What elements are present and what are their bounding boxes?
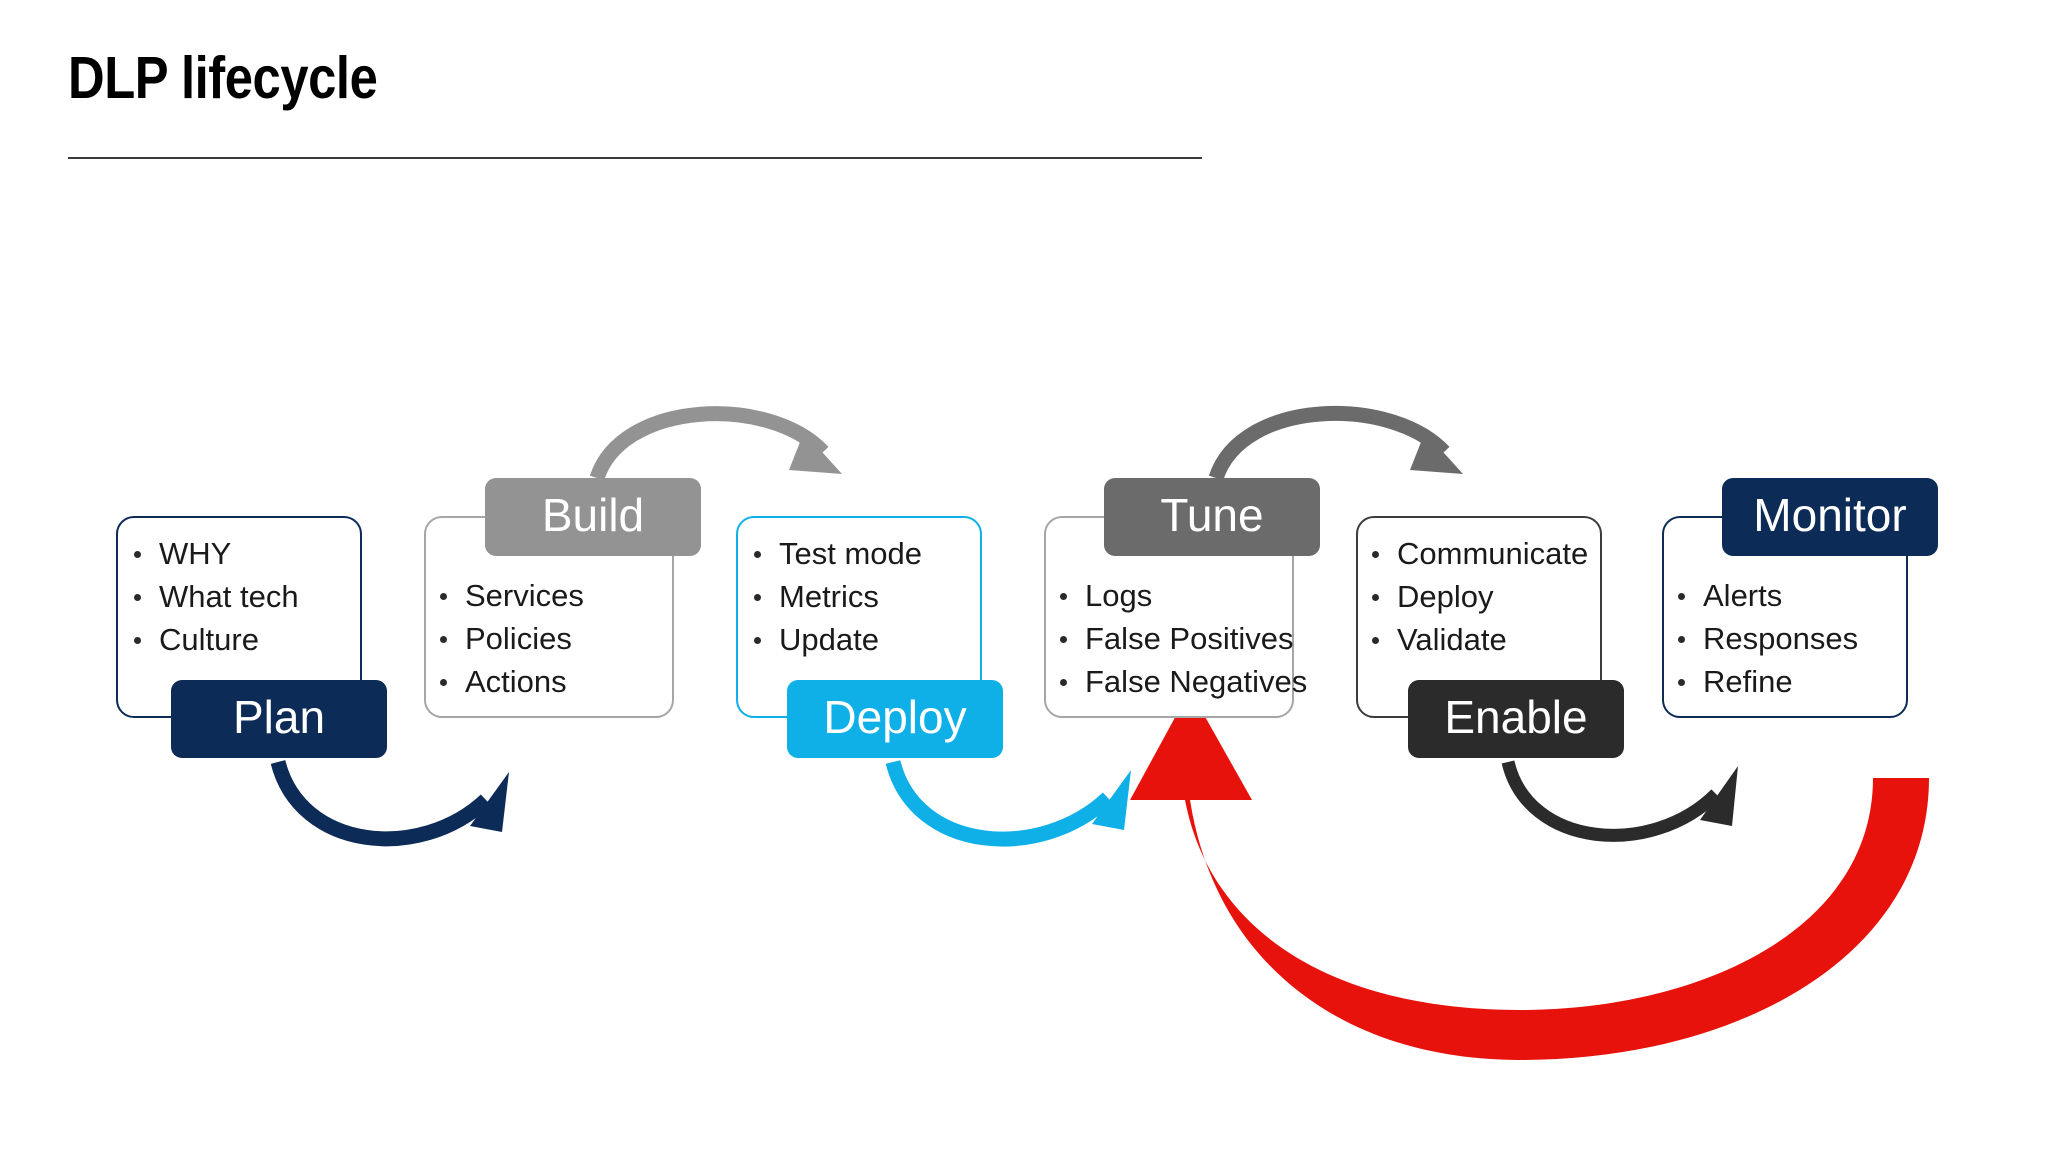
bullet-dot: [1678, 679, 1685, 686]
bullet-dot: [1678, 636, 1685, 643]
stage-enable-badge[interactable]: Enable: [1408, 680, 1624, 758]
connector-monitor-feedback-loop: [1130, 690, 1929, 1060]
list-item: Communicate: [1366, 532, 1588, 575]
bullet-dot: [134, 637, 141, 644]
list-item: Alerts: [1672, 574, 1858, 617]
list-item: Refine: [1672, 660, 1858, 703]
bullet-dot: [1372, 551, 1379, 558]
stage-monitor-badge[interactable]: Monitor: [1722, 478, 1938, 556]
bullet-dot: [1060, 636, 1067, 643]
connector-enable-to-monitor: [1501, 760, 1738, 842]
connector-tune-to-enable: [1208, 405, 1463, 481]
list-item: Metrics: [748, 575, 922, 618]
bullet-dot: [134, 551, 141, 558]
stage-plan-badge[interactable]: Plan: [171, 680, 387, 758]
bullet-dot: [754, 594, 761, 601]
list-item: Culture: [128, 618, 299, 661]
list-item: WHY: [128, 532, 299, 575]
list-item: Responses: [1672, 617, 1858, 660]
bullet-dot: [1060, 593, 1067, 600]
bullet-dot: [1372, 637, 1379, 644]
stage-plan-bullets: WHY What tech Culture: [128, 532, 299, 661]
bullet-dot: [1678, 593, 1685, 600]
stage-build-bullets: Services Policies Actions: [434, 574, 584, 703]
bullet-dot: [440, 679, 447, 686]
bullet-dot: [1372, 594, 1379, 601]
bullet-dot: [754, 551, 761, 558]
stage-deploy-badge[interactable]: Deploy: [787, 680, 1003, 758]
stage-tune-bullets: Logs False Positives False Negatives: [1054, 574, 1307, 703]
list-item: Update: [748, 618, 922, 661]
title-block: DLP lifecycle: [68, 45, 1208, 111]
list-item: Validate: [1366, 618, 1588, 661]
list-item: False Negatives: [1054, 660, 1307, 703]
stage-deploy-bullets: Test mode Metrics Update: [748, 532, 922, 661]
list-item: Test mode: [748, 532, 922, 575]
title-underline: [68, 157, 1202, 159]
stage-tune-badge[interactable]: Tune: [1104, 478, 1320, 556]
bullet-dot: [440, 593, 447, 600]
list-item: False Positives: [1054, 617, 1307, 660]
list-item: Actions: [434, 660, 584, 703]
list-item: Logs: [1054, 574, 1307, 617]
page-title: DLP lifecycle: [68, 45, 378, 111]
bullet-dot: [1060, 679, 1067, 686]
stage-build-badge[interactable]: Build: [485, 478, 701, 556]
bullet-dot: [754, 637, 761, 644]
bullet-dot: [440, 636, 447, 643]
connector-deploy-to-tune: [885, 759, 1131, 847]
bullet-dot: [134, 594, 141, 601]
list-item: Services: [434, 574, 584, 617]
connector-plan-to-build: [270, 759, 509, 847]
stage-monitor-bullets: Alerts Responses Refine: [1672, 574, 1858, 703]
list-item: Deploy: [1366, 575, 1588, 618]
connector-build-to-deploy: [589, 406, 842, 481]
list-item: Policies: [434, 617, 584, 660]
list-item: What tech: [128, 575, 299, 618]
stage-enable-bullets: Communicate Deploy Validate: [1366, 532, 1588, 661]
